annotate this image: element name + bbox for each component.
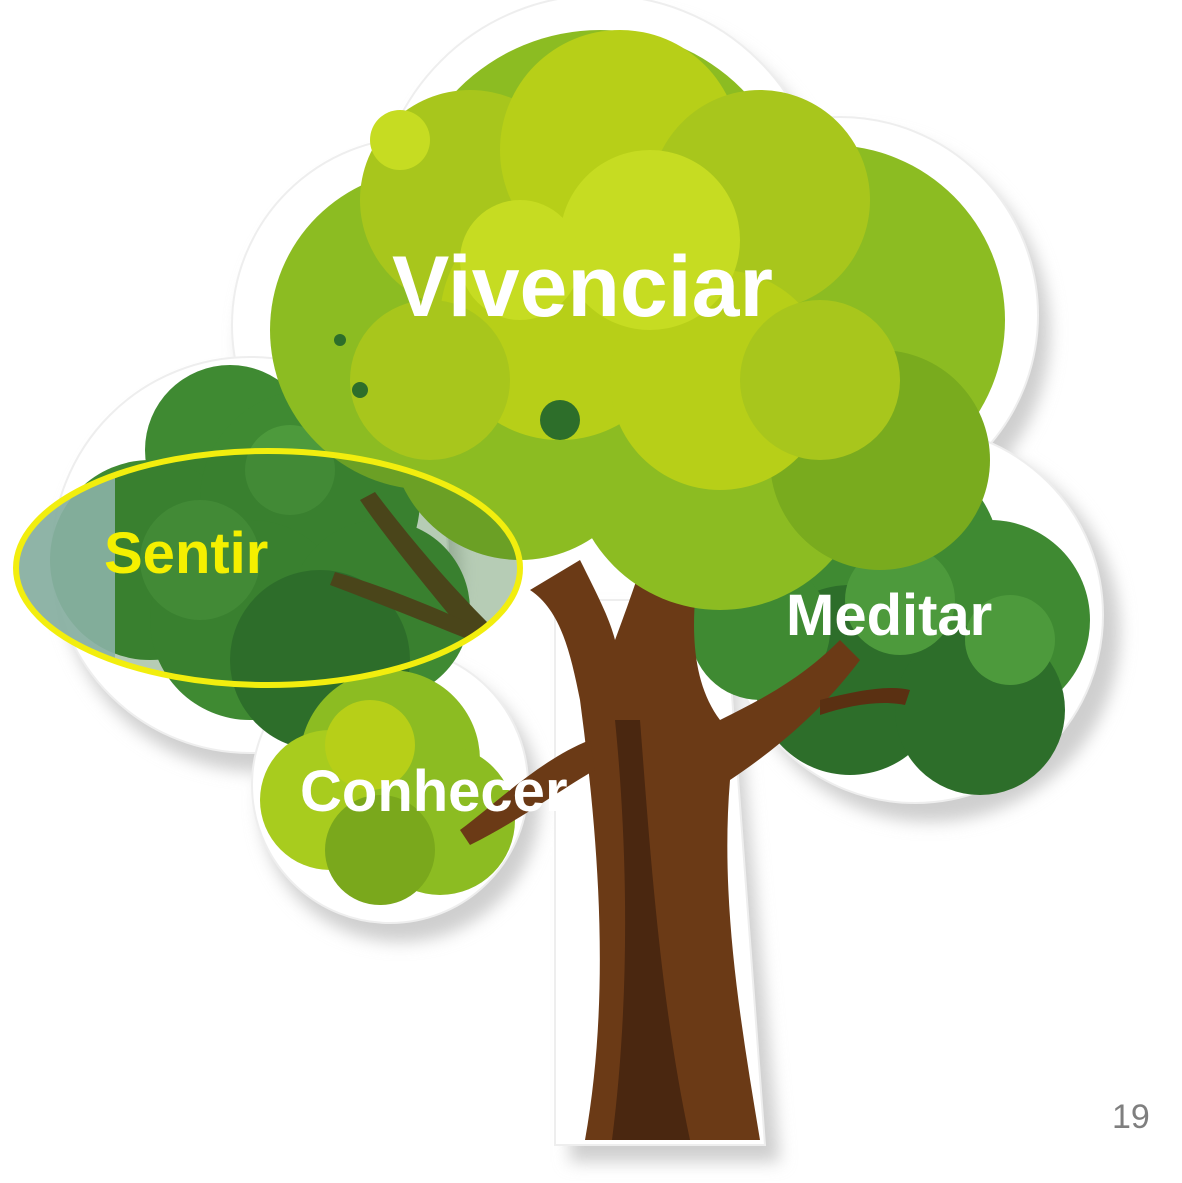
left-foliage <box>50 365 470 750</box>
bottom-foliage <box>260 670 515 905</box>
page-number: 19 <box>1112 1098 1150 1136</box>
word-conhecer: Conhecer <box>300 759 568 824</box>
word-meditar: Meditar <box>786 583 993 648</box>
tree-trunk <box>330 492 910 1140</box>
word-sentir: Sentir <box>104 521 269 586</box>
main-foliage <box>270 30 1005 610</box>
word-vivenciar: Vivenciar <box>392 239 773 335</box>
